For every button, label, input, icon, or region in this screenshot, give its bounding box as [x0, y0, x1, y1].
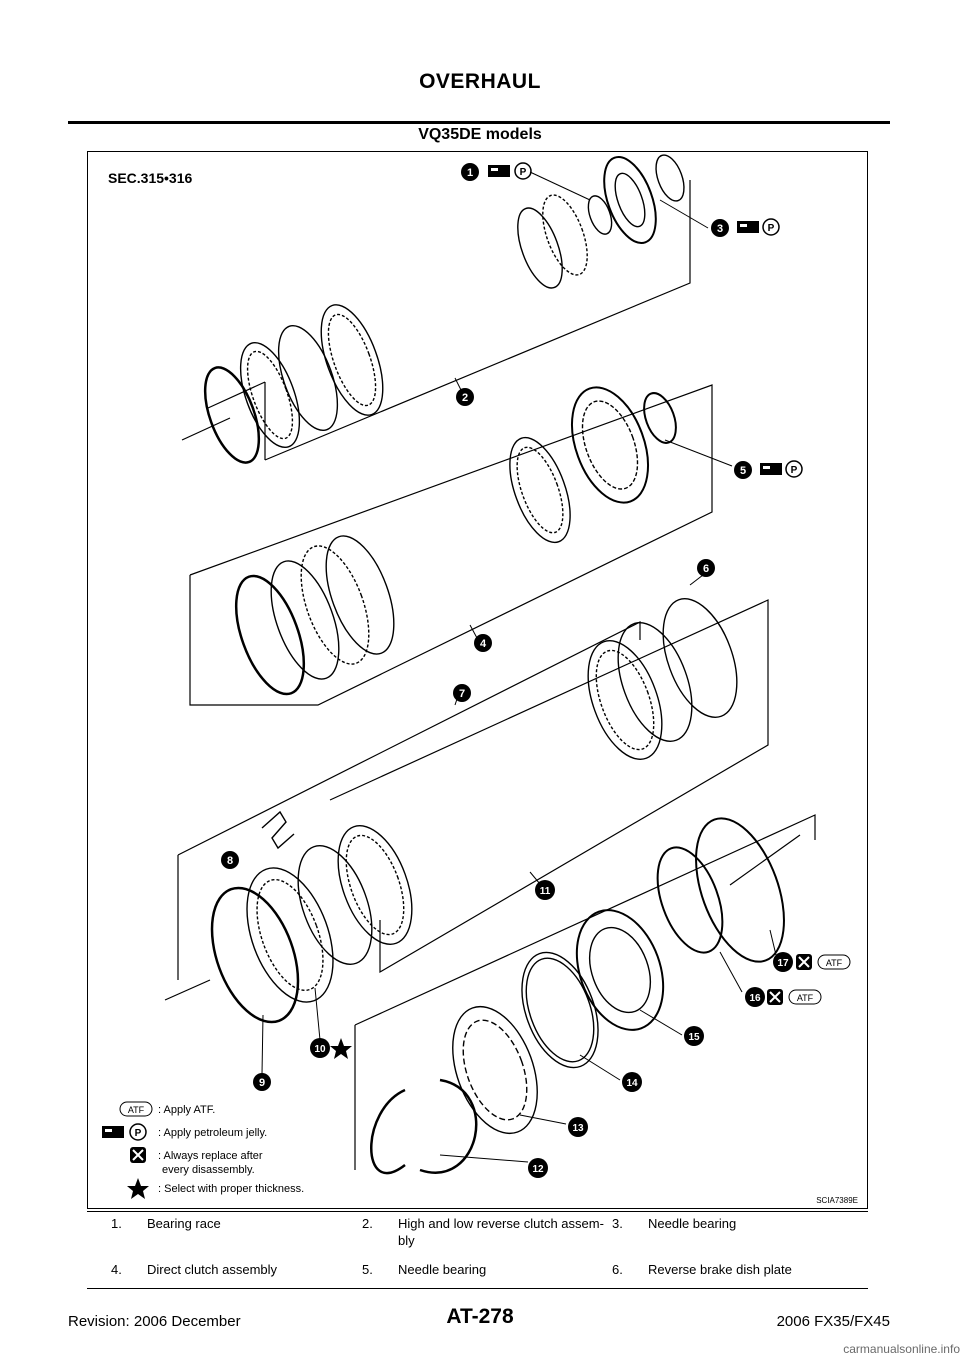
legend-apply-atf: : Apply ATF.	[158, 1104, 215, 1116]
legend-apply-petroleum-jelly: : Apply petroleum jelly.	[158, 1127, 267, 1139]
ATF-icon: ATF ATF	[788, 954, 851, 1005]
callout-11: 11	[535, 880, 555, 900]
legend-atf-symbol: ATF	[128, 1105, 145, 1115]
replace-icon	[767, 954, 812, 1005]
leader-lines	[261, 171, 777, 1163]
callout-6: 6	[697, 559, 715, 577]
exploded-view-figure	[87, 151, 868, 1209]
svg-text:15: 15	[688, 1032, 700, 1043]
svg-text:1: 1	[467, 167, 473, 179]
star-icon	[127, 1178, 149, 1199]
svg-text:8: 8	[227, 855, 233, 867]
callout-16: 16	[745, 987, 765, 1007]
svg-text:9: 9	[259, 1077, 265, 1089]
callout-14: 14	[622, 1072, 642, 1092]
callout-4: 4	[474, 634, 492, 652]
P-icon: P P P	[514, 162, 803, 478]
svg-text:5: 5	[740, 465, 746, 477]
parts-row: 1. Bearing race 2. High and low reverse …	[111, 1216, 737, 1248]
legend-always-replace: : Always replace after	[158, 1150, 263, 1162]
callout-13: 13	[568, 1117, 588, 1137]
svg-text:3: 3	[717, 223, 723, 235]
callout-9: 9	[253, 1073, 271, 1091]
footer-page-number: AT-278	[446, 1305, 514, 1328]
svg-text:16: 16	[749, 993, 761, 1004]
section-code: SEC.315•316	[108, 170, 193, 186]
parts-rule-bottom	[87, 1288, 868, 1289]
svg-text:4: 4	[480, 638, 487, 650]
callout-2: 2	[456, 388, 474, 406]
seal-and-bearing-parts	[370, 817, 785, 1175]
callout-17: 17	[773, 952, 793, 972]
legend-every-disassembly: every disassembly.	[162, 1164, 255, 1176]
reverse-brake-pack	[587, 598, 738, 760]
clutch-pack-11	[210, 810, 413, 1024]
callout-1: 1	[461, 163, 479, 181]
callout-12: 12	[528, 1158, 548, 1178]
clutch-pack-4	[234, 386, 677, 696]
svg-text:10: 10	[314, 1044, 326, 1055]
star-icon	[330, 1038, 352, 1059]
figure-id: SCIA7389E	[816, 1196, 858, 1205]
figure-legend: ATF : Apply ATF. P : Apply petroleum jel…	[102, 1101, 304, 1199]
svg-text:P: P	[520, 167, 527, 178]
ATF-icon	[119, 1101, 153, 1117]
section-title: VQ35DE models	[418, 126, 542, 143]
callout-3: 3	[711, 219, 729, 237]
svg-text:11: 11	[540, 886, 551, 897]
svg-text:6: 6	[703, 563, 709, 575]
svg-text:P: P	[768, 223, 775, 234]
svg-text:14: 14	[626, 1078, 638, 1089]
parts-row: 4. Direct clutch assembly 5. Needle bear…	[111, 1262, 792, 1277]
svg-text:13: 13	[572, 1123, 584, 1134]
svg-text:ATF: ATF	[826, 958, 843, 968]
callout-5: 5	[734, 461, 752, 479]
group-outline-upper	[164, 180, 816, 1170]
callout-8: 8	[221, 851, 239, 869]
svg-text:2: 2	[462, 392, 468, 404]
footer-model: 2006 FX35/FX45	[776, 1313, 890, 1330]
P-icon	[129, 1123, 147, 1141]
petroleum-jelly-icon	[488, 165, 782, 475]
footer-watermark: carmanualsonline.info	[843, 1342, 960, 1356]
svg-text:17: 17	[777, 958, 789, 969]
svg-text:12: 12	[532, 1164, 544, 1175]
parts-list: 1. Bearing race 2. High and low reverse …	[87, 1212, 868, 1288]
callout-7: 7	[453, 684, 471, 702]
parts-rule-top	[87, 1211, 868, 1212]
legend-p-symbol: P	[135, 1128, 142, 1139]
legend-select-thickness: : Select with proper thickness.	[158, 1183, 304, 1195]
svg-text:ATF: ATF	[797, 993, 814, 1003]
callout-10: 10	[310, 1038, 330, 1058]
svg-text:P: P	[791, 465, 798, 476]
clutch-pack-2	[203, 154, 685, 464]
svg-text:7: 7	[459, 688, 465, 700]
footer-revision: Revision: 2006 December	[68, 1313, 241, 1330]
callouts: 1 2 3 4 5 6 7 8 9 10 11 12 13 14 15 16 1…	[221, 163, 793, 1178]
page-header-title: OVERHAUL	[419, 70, 541, 93]
header-rule	[68, 121, 890, 124]
callout-15: 15	[684, 1026, 704, 1046]
